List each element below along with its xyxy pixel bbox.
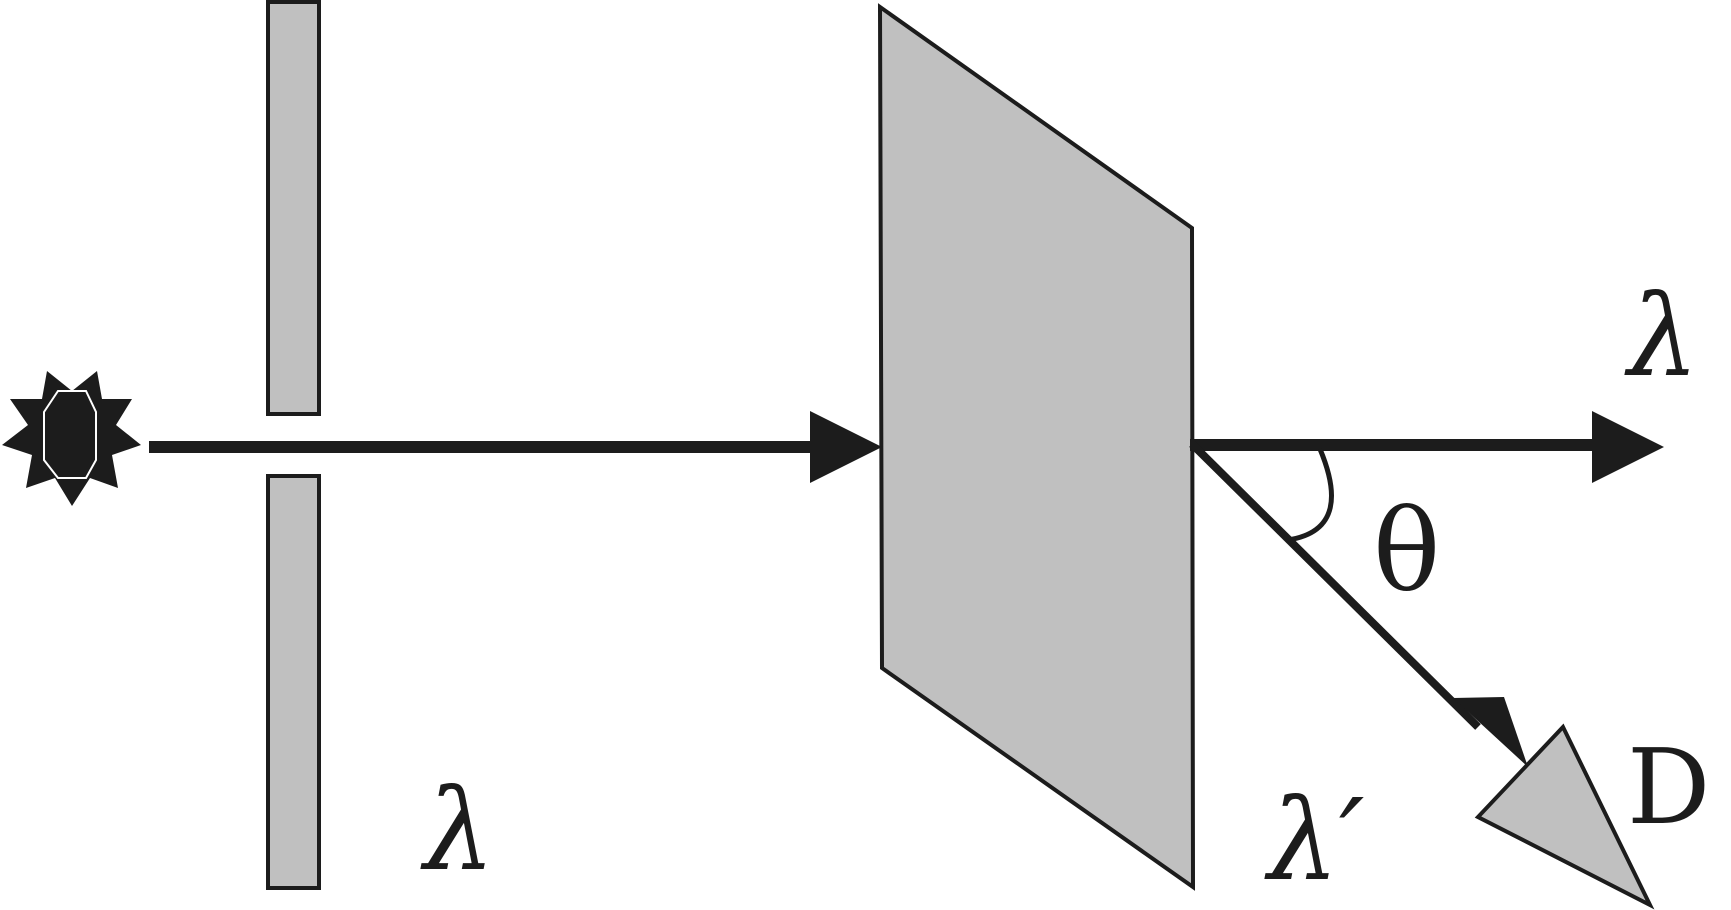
- scattered-beam-arrowhead: [1453, 697, 1528, 767]
- lambda-scattered-label: λ′: [1264, 776, 1364, 906]
- light-source-icon: [2, 371, 141, 506]
- source-core: [35, 401, 107, 473]
- transmitted-beam-arrowhead: [1592, 411, 1664, 483]
- angle-arc: [1287, 448, 1334, 543]
- slit-plate-top: [266, 0, 321, 416]
- source-star-inner: [43, 390, 97, 479]
- scattered-beam: [1189, 441, 1481, 730]
- incident-beam-arrowhead: [810, 411, 882, 483]
- lambda-transmitted-label: λ: [1624, 272, 1699, 402]
- lambda-incident-label: λ: [420, 766, 495, 896]
- detector-label: D: [1627, 726, 1710, 848]
- theta-angle-label: θ: [1373, 487, 1440, 617]
- slit-plate-bottom: [266, 474, 321, 890]
- scattering-target: [877, 3, 1196, 891]
- detector-icon: [1474, 723, 1655, 910]
